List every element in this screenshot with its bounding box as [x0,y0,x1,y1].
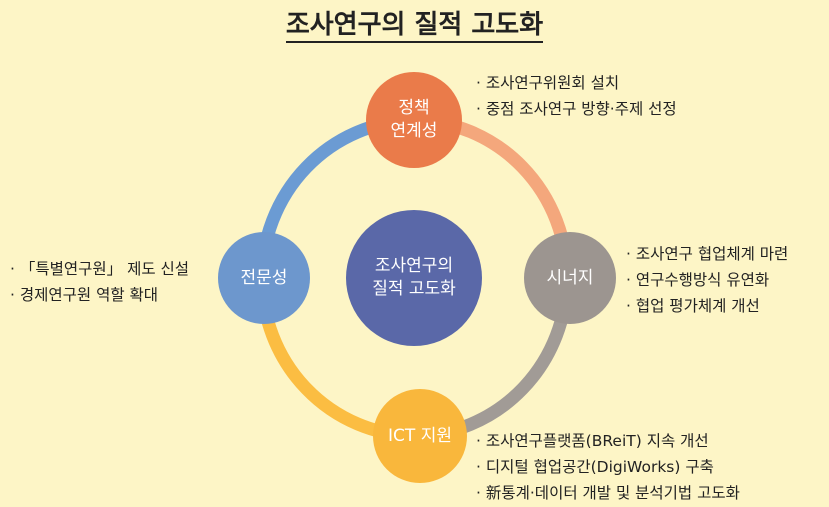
list-item: 협업 평가체계 개선 [626,293,788,319]
top-items-list: 조사연구위원회 설치 중점 조사연구 방향·주제 선정 [476,70,677,122]
node-right-label: 시너지 [546,268,594,288]
node-right-circle [524,232,616,324]
bottom-items-list: 조사연구플랫폼(BReiT) 지속 개선 디지털 협업공간(DigiWorks)… [476,428,740,506]
center-circle [346,210,482,346]
list-item: 「특별연구원」 제도 신설 [10,256,189,282]
node-top-circle [366,72,462,168]
list-item: 경제연구원 역할 확대 [10,282,189,308]
diagram-title: 조사연구의 질적 고도화 [0,4,829,43]
right-items-list: 조사연구 협업체계 마련 연구수행방식 유연화 협업 평가체계 개선 [626,241,788,319]
list-item: 중점 조사연구 방향·주제 선정 [476,96,677,122]
list-item: 조사연구위원회 설치 [476,70,677,96]
list-item: 新통계·데이터 개발 및 분석기법 고도화 [476,480,740,506]
list-item: 디지털 협업공간(DigiWorks) 구축 [476,454,740,480]
node-left-circle [218,232,310,324]
node-left-label: 전문성 [240,268,288,288]
list-item: 조사연구 협업체계 마련 [626,241,788,267]
node-top-label: 정책 연계성 [390,98,438,141]
center-label: 조사연구의 질적 고도화 [372,256,456,299]
list-item: 조사연구플랫폼(BReiT) 지속 개선 [476,428,740,454]
node-bottom-circle [373,389,467,483]
list-item: 연구수행방식 유연화 [626,267,788,293]
node-bottom-label: ICT 지원 [388,426,452,446]
left-items-list: 「특별연구원」 제도 신설 경제연구원 역할 확대 [10,256,189,308]
